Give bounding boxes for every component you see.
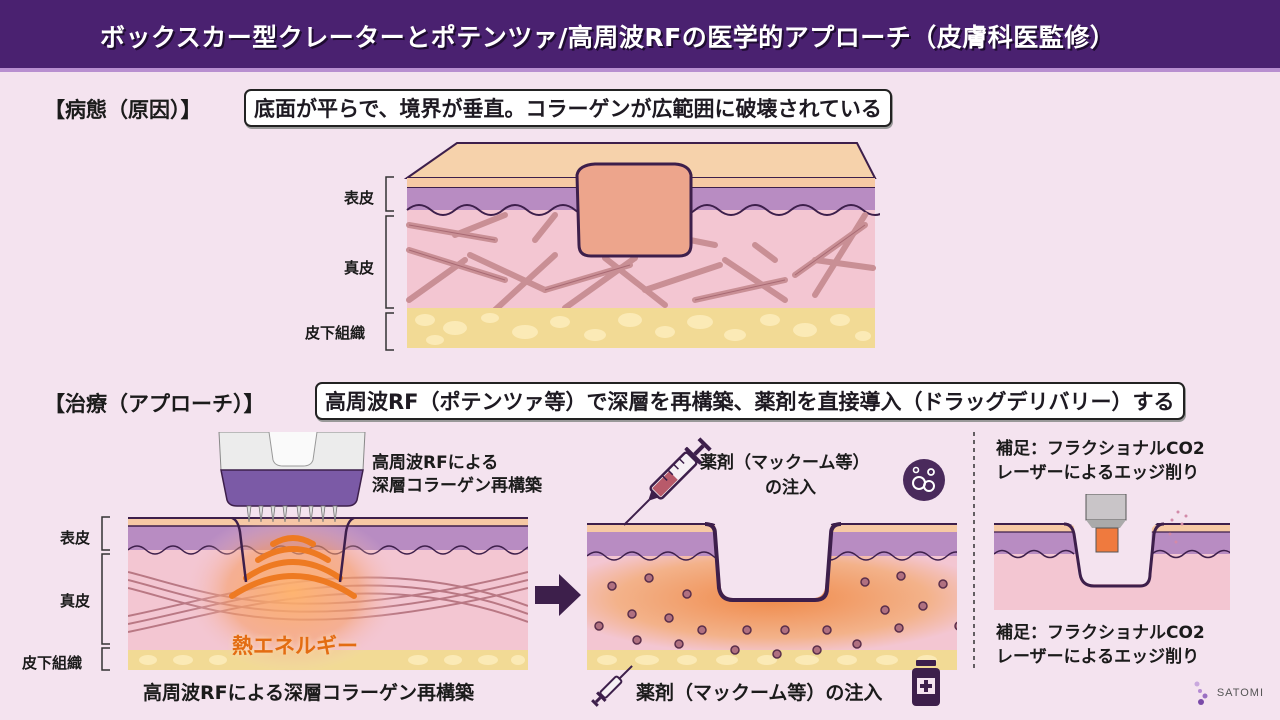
drug-top-text-line2: の注入: [765, 478, 816, 498]
rf-device-icon: [218, 432, 366, 522]
co2-top-text-line2: レーザーによるエッジ削り: [996, 463, 1200, 483]
boxcar-crater-diagram: [403, 142, 880, 348]
syringe-icon: [623, 437, 712, 526]
arrow-right-icon: [535, 574, 581, 616]
rf-bottom-text: 高周波RFによる深層コラーゲン再構築: [143, 682, 475, 704]
drug-delivery-diagram: [587, 516, 957, 670]
layer-label-subcutaneous: 皮下組織: [305, 324, 366, 342]
medicine-bottle-icon: [912, 660, 940, 706]
syringe-small-icon: [591, 665, 633, 707]
page-title: ボックスカー型クレーターとポテンツァ/高周波RFの医学的アプローチ（皮膚科医監修…: [100, 23, 1116, 52]
satomi-logo: SATOMI: [1193, 680, 1264, 706]
treatment-layer-brackets: [101, 516, 110, 671]
rf-top-text-line2: 深層コラーゲン再構築: [372, 476, 542, 496]
pathology-label: 【病態（原因）】: [44, 98, 202, 122]
co2-bottom-text-line1: 補足：フラクショナルCO2: [996, 623, 1205, 643]
dashed-divider: [973, 432, 975, 670]
drug-bottom-text: 薬剤（マックーム等）の注入: [636, 682, 883, 704]
layer-label-dermis: 真皮: [344, 259, 375, 277]
title-bar: ボックスカー型クレーターとポテンツァ/高周波RFの医学的アプローチ（皮膚科医監修…: [0, 0, 1280, 72]
logo-dots-icon: [1194, 681, 1208, 705]
heat-energy-label: 熱エネルギー: [232, 634, 358, 658]
pathology-caption: 底面が平らで、境界が垂直。コラーゲンが広範囲に破壊されている: [244, 89, 892, 127]
treatment-layer-label-subcutaneous: 皮下組織: [22, 654, 83, 672]
rf-top-text-line1: 高周波RFによる: [372, 453, 499, 473]
molecule-icon: [903, 459, 945, 501]
co2-bottom-text-line2: レーザーによるエッジ削り: [996, 647, 1200, 667]
layer-brackets: [385, 176, 394, 351]
treatment-label: 【治療（アプローチ）】: [44, 392, 265, 416]
drug-top-text-line1: 薬剤（マックーム等）: [700, 453, 870, 473]
treatment-layer-label-dermis: 真皮: [60, 592, 91, 610]
logo-text: SATOMI: [1216, 687, 1264, 699]
co2-laser-diagram: [994, 494, 1230, 610]
treatment-layer-label-epidermis: 表皮: [60, 529, 91, 547]
treatment-caption: 高周波RF（ポテンツァ等）で深層を再構築、薬剤を直接導入（ドラッグデリバリー）す…: [315, 382, 1185, 420]
rf-treatment-diagram: [128, 512, 528, 672]
co2-top-text-line1: 補足：フラクショナルCO2: [996, 439, 1205, 459]
layer-label-epidermis: 表皮: [344, 189, 375, 207]
